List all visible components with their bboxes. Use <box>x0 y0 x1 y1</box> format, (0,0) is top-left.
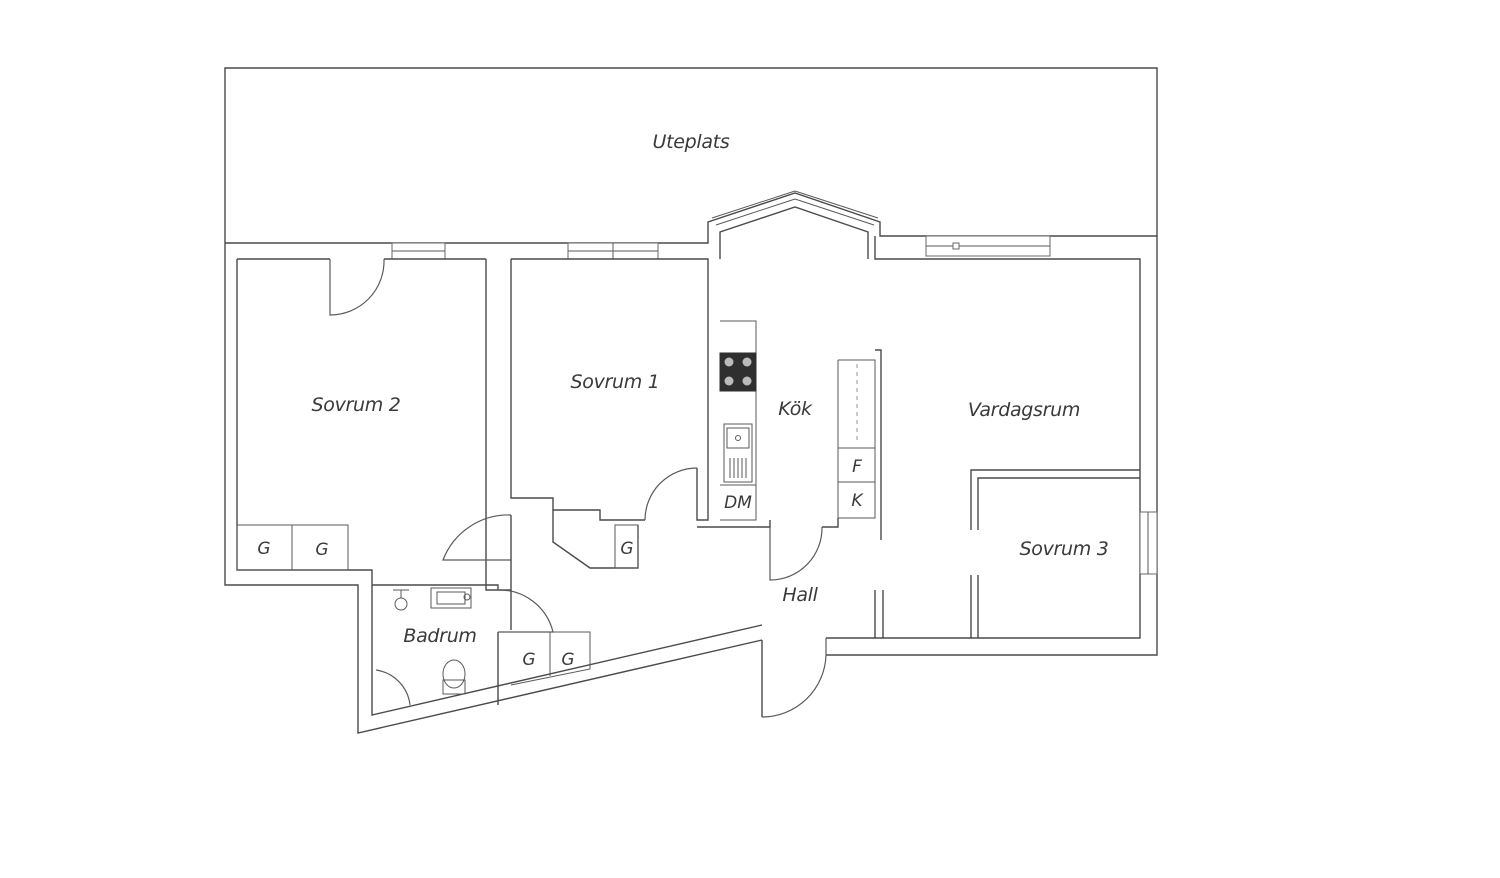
door <box>329 258 385 316</box>
label-dishwasher: DM <box>724 493 752 513</box>
door <box>769 526 823 581</box>
room-kok <box>697 320 882 581</box>
label-fridge: K <box>851 491 864 511</box>
entrance-door <box>761 638 827 718</box>
door <box>497 589 554 633</box>
shower <box>394 597 408 611</box>
label-sovrum-3: Sovrum 3 <box>1019 538 1108 560</box>
sink <box>430 587 472 609</box>
label-wardrobe: G <box>561 650 574 670</box>
door <box>375 669 411 706</box>
label-wardrobe: G <box>315 540 328 560</box>
windows <box>391 190 1158 575</box>
toilet <box>442 659 466 689</box>
door <box>644 467 698 521</box>
label-wardrobe: G <box>257 539 270 559</box>
sink <box>436 591 466 605</box>
door <box>442 514 512 561</box>
label-sovrum-1: Sovrum 1 <box>570 371 659 393</box>
kitchen-sink <box>723 423 753 483</box>
label-freezer: F <box>852 457 862 477</box>
door <box>761 638 827 718</box>
label-badrum: Badrum <box>403 625 476 647</box>
label-wardrobe: G <box>522 650 535 670</box>
room-sovrum-1 <box>510 258 709 569</box>
exterior-walls <box>224 192 1158 734</box>
label-hall: Hall <box>782 584 818 606</box>
wardrobe <box>614 524 639 569</box>
label-kok: Kök <box>778 398 813 420</box>
toilet <box>442 679 466 695</box>
stove <box>719 352 757 392</box>
label-vardagsrum: Vardagsrum <box>968 399 1080 421</box>
hall-doors <box>442 514 512 630</box>
window <box>952 242 960 250</box>
label-uteplats: Uteplats <box>653 131 730 153</box>
label-wardrobe: G <box>620 539 633 559</box>
room-badrum <box>372 584 591 706</box>
wardrobe <box>291 524 349 571</box>
room-sovrum-3 <box>874 469 1140 638</box>
label-sovrum-2: Sovrum 2 <box>311 394 400 416</box>
patio <box>224 67 1158 243</box>
